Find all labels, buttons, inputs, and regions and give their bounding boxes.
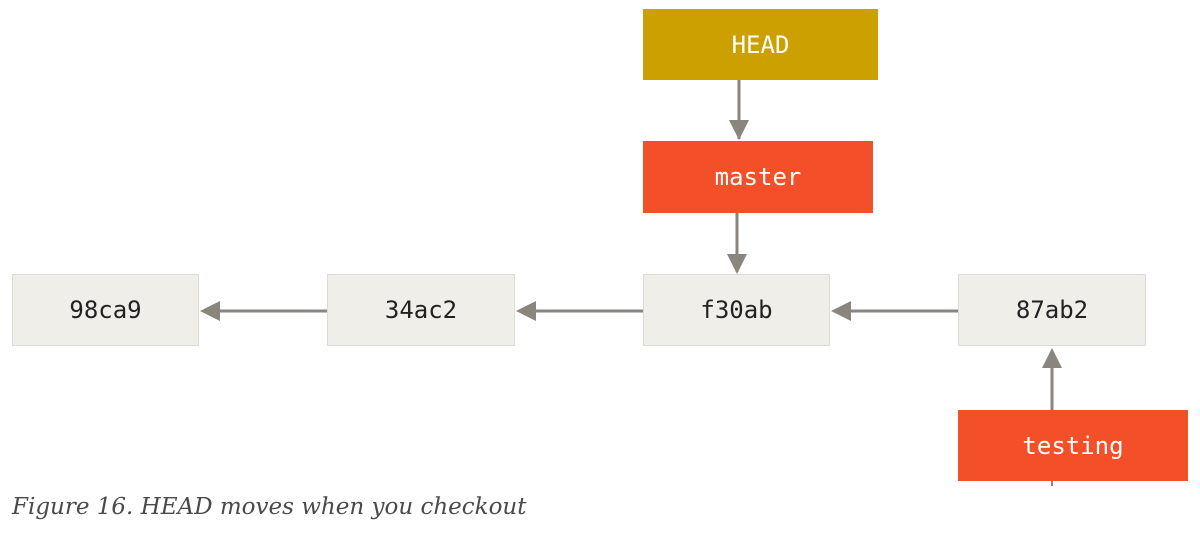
arrowhead-testing-to-87ab2 [1042, 348, 1062, 368]
branch-master-label: master [714, 163, 802, 191]
arrowhead-f30ab-to-34ac2 [516, 301, 536, 321]
commit-label: 34ac2 [384, 296, 458, 324]
commit-label: 98ca9 [69, 296, 142, 324]
arrowhead-master-to-f30ab [727, 254, 747, 274]
figure-caption: Figure 16. HEAD moves when you checkout [12, 494, 527, 520]
branch-testing: testing [958, 410, 1188, 481]
arrowhead-34ac2-to-98ca9 [200, 301, 220, 321]
head-pointer: HEAD [643, 9, 878, 80]
commit-label: 87ab2 [1015, 296, 1089, 324]
commit-98ca9: 98ca9 [12, 274, 199, 346]
branch-master: master [643, 141, 873, 213]
head-label: HEAD [731, 30, 790, 59]
branch-testing-label: testing [1022, 431, 1124, 460]
arrowhead-head-to-master [729, 120, 749, 140]
commit-label: f30ab [700, 296, 773, 324]
commit-f30ab: f30ab [643, 274, 830, 346]
commit-34ac2: 34ac2 [327, 274, 515, 346]
arrowhead-87ab2-to-f30ab [831, 301, 851, 321]
commit-87ab2: 87ab2 [958, 274, 1146, 346]
